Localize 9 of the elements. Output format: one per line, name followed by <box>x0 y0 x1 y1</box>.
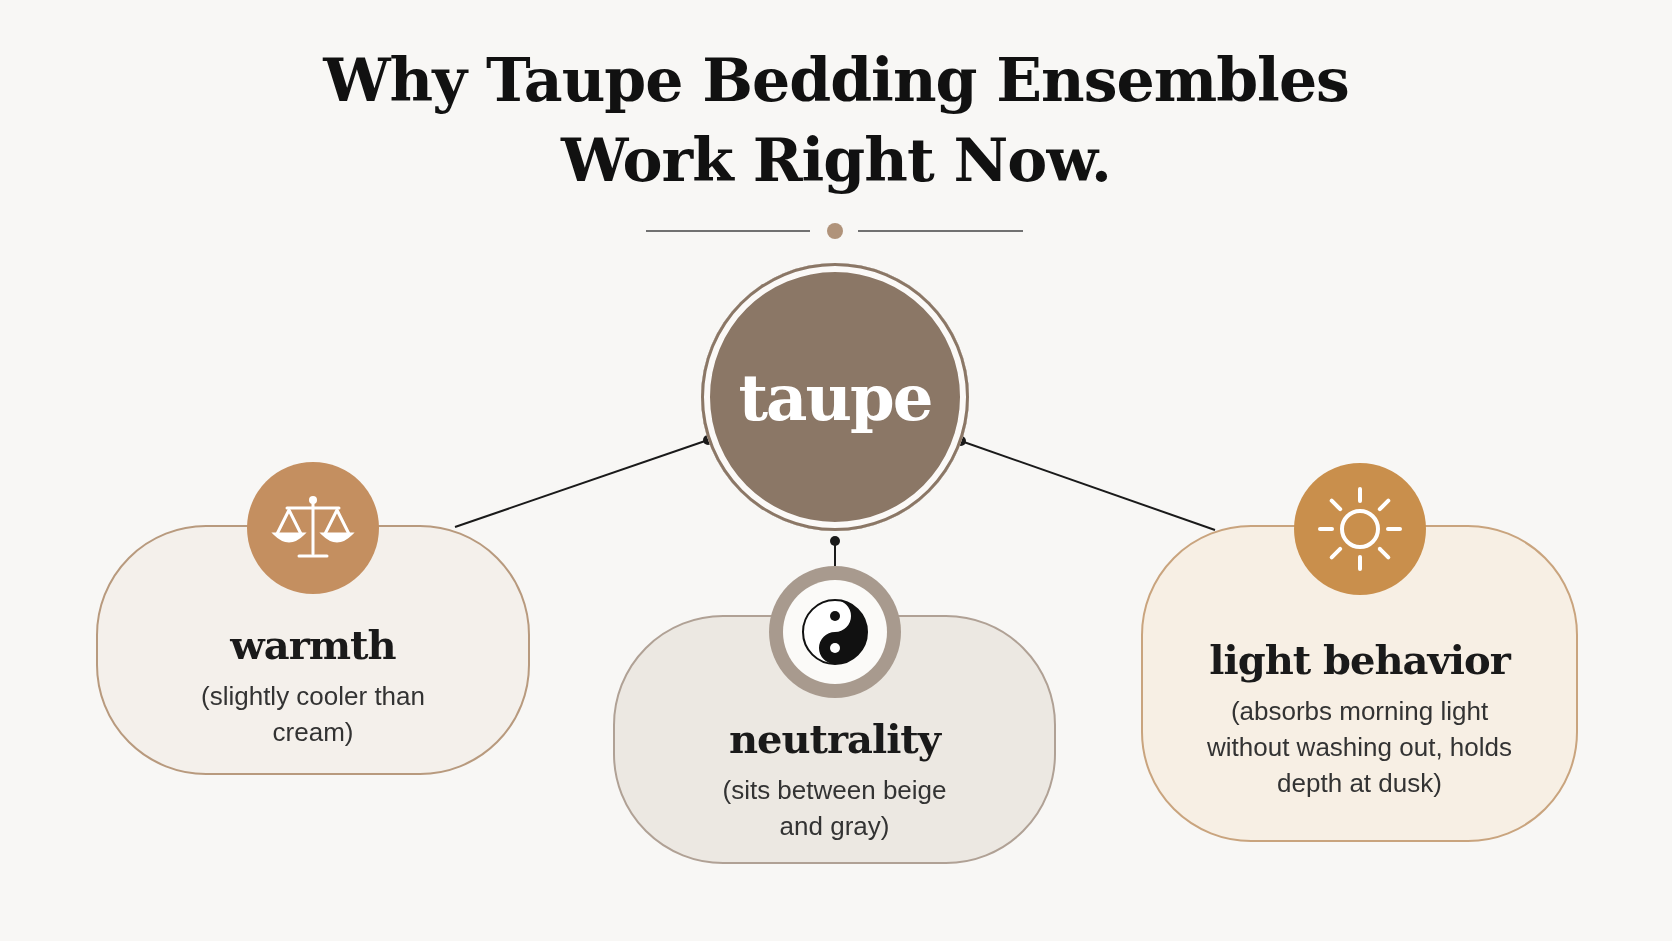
center-label: taupe <box>738 359 932 435</box>
card-description: (absorbs morning light without washing out, holds depth at dusk) <box>1206 695 1513 800</box>
card-description: (slightly cooler than cream) <box>200 679 426 749</box>
card-heading: neutrality <box>728 715 941 762</box>
card-heading: light behavior <box>1209 636 1510 683</box>
connector-line <box>830 536 840 567</box>
card-description: (sits between beige and gray) <box>721 774 948 843</box>
card-heading: warmth <box>230 620 396 668</box>
title: Why Taupe Bedding Ensembles Work Right Now. <box>321 44 1350 197</box>
